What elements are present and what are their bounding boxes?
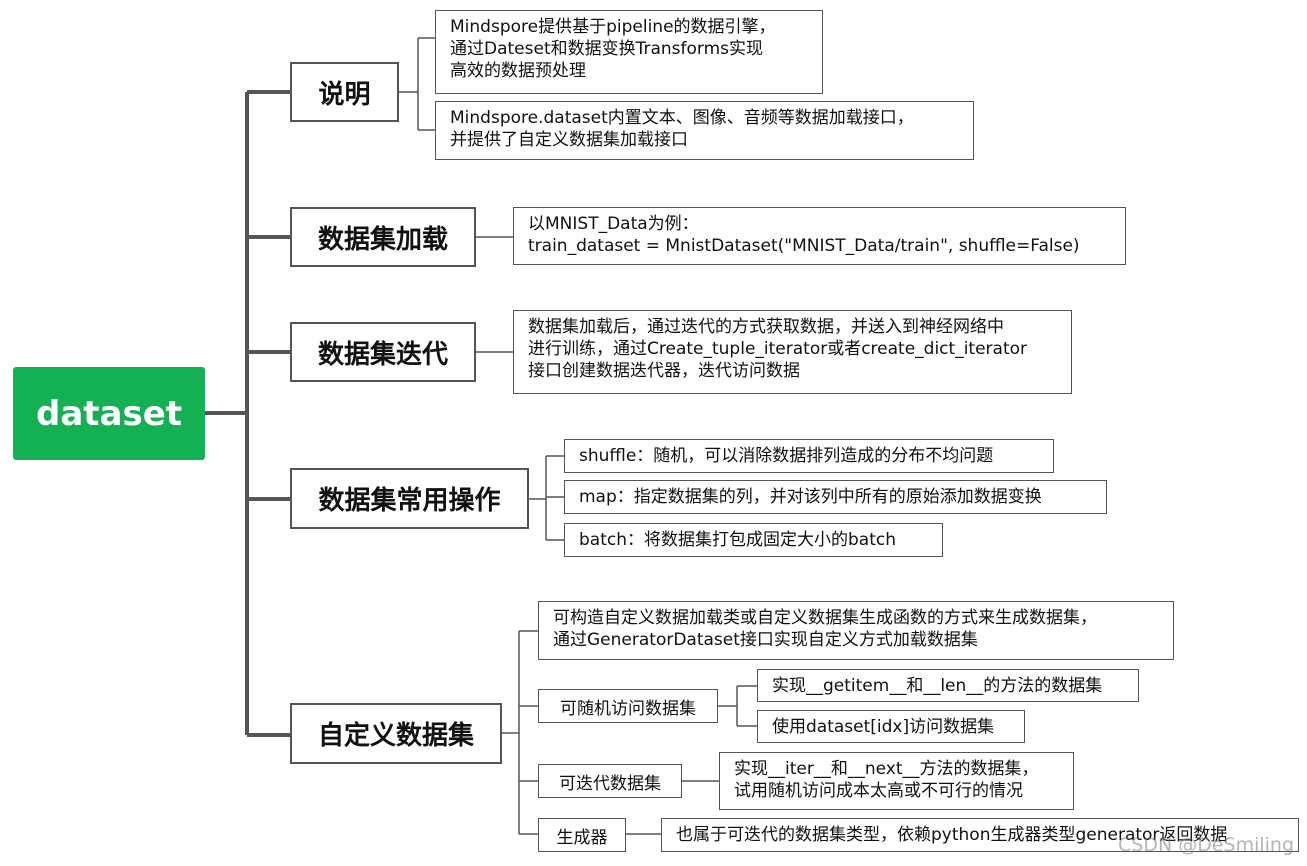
node-line: map：指定数据集的列，并对该列中所有的原始添加数据变换 [579,487,1042,507]
node-line: 数据集加载后，通过迭代的方式获取数据，并送入到神经网络中 [528,317,1004,337]
operation-map-node: map：指定数据集的列，并对该列中所有的原始添加数据变换 [564,480,1107,514]
node-line: shuffle：随机，可以消除数据排列造成的分布不均问题 [579,446,994,466]
description-interfaces-node: Mindspore.dataset内置文本、图像、音频等数据加载接口， 并提供了… [435,101,974,160]
node-line: 也属于可迭代的数据集类型，依赖python生成器类型generator返回数据 [676,825,1228,845]
node-line: 可构造自定义数据加载类或自定义数据集生成函数的方式来生成数据集， [553,608,1097,628]
generator-node: 生成器 [538,818,626,852]
random-access-dataset-node: 可随机访问数据集 [538,689,718,723]
dataset-loading-example-node: 以MNIST_Data为例： train_dataset = MnistData… [513,207,1126,265]
topic-custom-dataset: 自定义数据集 [290,703,502,764]
node-line: 试用随机访问成本太高或不可行的情况 [734,781,1023,801]
node-line: 使用dataset[idx]访问数据集 [772,717,995,737]
node-line: 通过GeneratorDataset接口实现自定义方式加载数据集 [553,630,978,650]
iterable-dataset-node: 可迭代数据集 [538,764,682,798]
topic-description: 说明 [290,62,399,122]
dataset-iteration-node: 数据集加载后，通过迭代的方式获取数据，并送入到神经网络中 进行训练，通过Crea… [513,310,1072,394]
node-line: 进行训练，通过Create_tuple_iterator或者create_dic… [528,339,1028,359]
topic-common-operations: 数据集常用操作 [290,468,529,529]
node-line: 实现__iter__和__next__方法的数据集， [734,759,1039,779]
node-line: 高效的数据预处理 [450,61,586,81]
operation-batch-node: batch：将数据集打包成固定大小的batch [564,523,943,557]
node-line: 实现__getitem__和__len__的方法的数据集 [772,676,1103,696]
operation-shuffle-node: shuffle：随机，可以消除数据排列造成的分布不均问题 [564,439,1054,473]
node-line: 并提供了自定义数据集加载接口 [450,130,688,150]
description-pipeline-node: Mindspore提供基于pipeline的数据引擎， 通过Dateset和数据… [435,10,823,94]
node-line: Mindspore提供基于pipeline的数据引擎， [450,17,776,37]
custom-dataset-intro-node: 可构造自定义数据加载类或自定义数据集生成函数的方式来生成数据集， 通过Gener… [538,601,1174,660]
node-line: 接口创建数据迭代器，迭代访问数据 [528,361,800,381]
node-line: 以MNIST_Data为例： [528,214,699,234]
watermark: CSDN @DeSmiling [1118,834,1295,856]
node-line: batch：将数据集打包成固定大小的batch [579,530,896,550]
root-node: dataset [13,367,205,460]
random-access-index-node: 使用dataset[idx]访问数据集 [757,710,1025,743]
random-access-getitem-node: 实现__getitem__和__len__的方法的数据集 [757,669,1139,702]
topic-dataset-loading: 数据集加载 [290,207,476,267]
generator-detail-node: 也属于可迭代的数据集类型，依赖python生成器类型generator返回数据 [661,818,1299,852]
topic-dataset-iteration: 数据集迭代 [290,322,476,382]
node-line: train_dataset = MnistDataset("MNIST_Data… [528,236,1080,256]
node-line: Mindspore.dataset内置文本、图像、音频等数据加载接口， [450,108,914,128]
iterable-dataset-detail-node: 实现__iter__和__next__方法的数据集， 试用随机访问成本太高或不可… [719,752,1074,810]
node-line: 通过Dateset和数据变换Transforms实现 [450,39,764,59]
